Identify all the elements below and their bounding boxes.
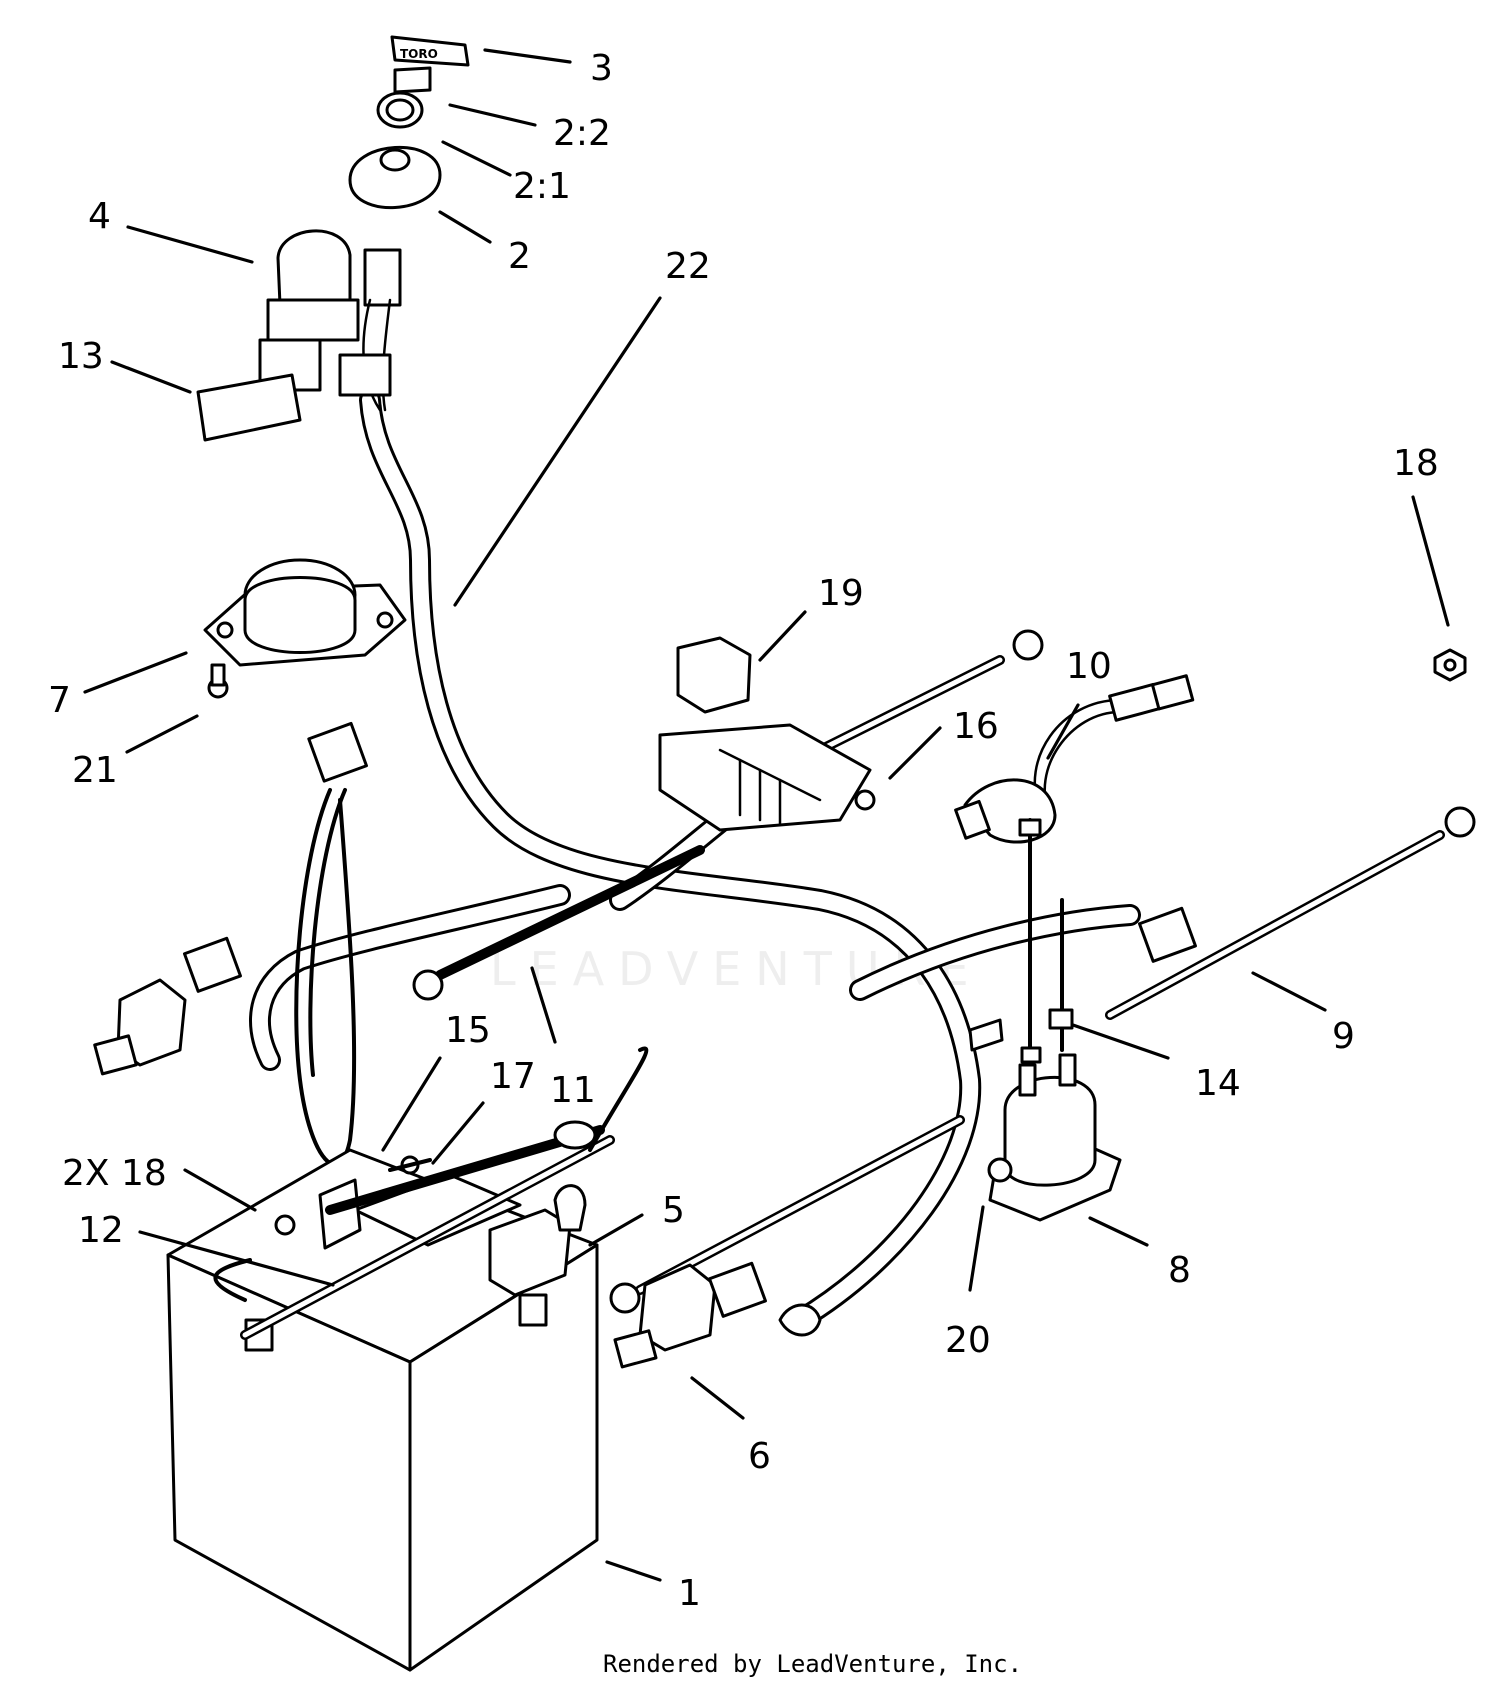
hour-meter-screw <box>207 663 229 699</box>
callout-17: 17 <box>490 1056 536 1097</box>
seat-switch-left <box>93 936 242 1076</box>
callout-20: 20 <box>945 1320 991 1361</box>
footer-credit: Rendered by LeadVenture, Inc. <box>603 1650 1022 1678</box>
harness-lead <box>412 845 965 1314</box>
battery-clamp <box>274 1178 362 1250</box>
ignition-switch-cap <box>348 146 442 209</box>
callout-1: 1 <box>678 1573 701 1614</box>
callout-2: 2 <box>508 236 531 277</box>
wire-harness <box>249 389 1141 1331</box>
callout-2x-18: 2X 18 <box>62 1153 167 1194</box>
battery <box>166 1148 599 1672</box>
callout-7: 7 <box>48 680 71 721</box>
callout-18: 18 <box>1393 443 1439 484</box>
fuse-block <box>658 723 876 832</box>
harness-connector-loop <box>307 721 368 783</box>
ignition-switch <box>258 229 402 412</box>
hour-meter <box>203 558 407 667</box>
ignition-switch-nut <box>376 91 424 129</box>
callout-16: 16 <box>953 706 999 747</box>
ignition-key: TORO <box>390 35 470 94</box>
callout-2-2: 2:2 <box>553 113 611 154</box>
ground-cable <box>1105 806 1476 1020</box>
callout-8: 8 <box>1168 1250 1191 1291</box>
callout-14: 14 <box>1195 1063 1241 1104</box>
starter-solenoid <box>987 1053 1122 1222</box>
interlock-switch <box>613 1261 822 1369</box>
callout-3: 3 <box>590 48 613 89</box>
callout-10: 10 <box>1066 646 1112 687</box>
callout-6: 6 <box>748 1436 771 1477</box>
callout-9: 9 <box>1332 1016 1355 1057</box>
harness-clip <box>968 1018 1004 1052</box>
callout-12: 12 <box>78 1210 124 1251</box>
callout-19: 19 <box>818 573 864 614</box>
starter-relay <box>676 636 752 714</box>
callout-labels: 3 2:2 2:1 2 4 22 13 18 19 10 7 16 21 9 1… <box>48 48 1439 1614</box>
leader-lines <box>83 48 1450 1582</box>
callout-2-1: 2:1 <box>513 166 571 207</box>
wire-connector-right <box>1108 674 1197 963</box>
battery-hold-down-rod <box>213 1135 615 1340</box>
battery-cable <box>325 1046 649 1215</box>
flange-nut <box>1433 648 1467 682</box>
pto-switch <box>488 1184 587 1297</box>
callout-5: 5 <box>662 1190 685 1231</box>
switch-connector-cover <box>196 373 302 442</box>
solenoid-terminal-nut <box>1018 818 1074 1064</box>
callout-13: 13 <box>58 336 104 377</box>
callout-11: 11 <box>550 1070 596 1111</box>
callout-22: 22 <box>665 246 711 287</box>
callout-21: 21 <box>72 750 118 791</box>
callout-4: 4 <box>88 196 111 237</box>
callout-15: 15 <box>445 1010 491 1051</box>
key-brand-label: TORO <box>400 47 438 61</box>
